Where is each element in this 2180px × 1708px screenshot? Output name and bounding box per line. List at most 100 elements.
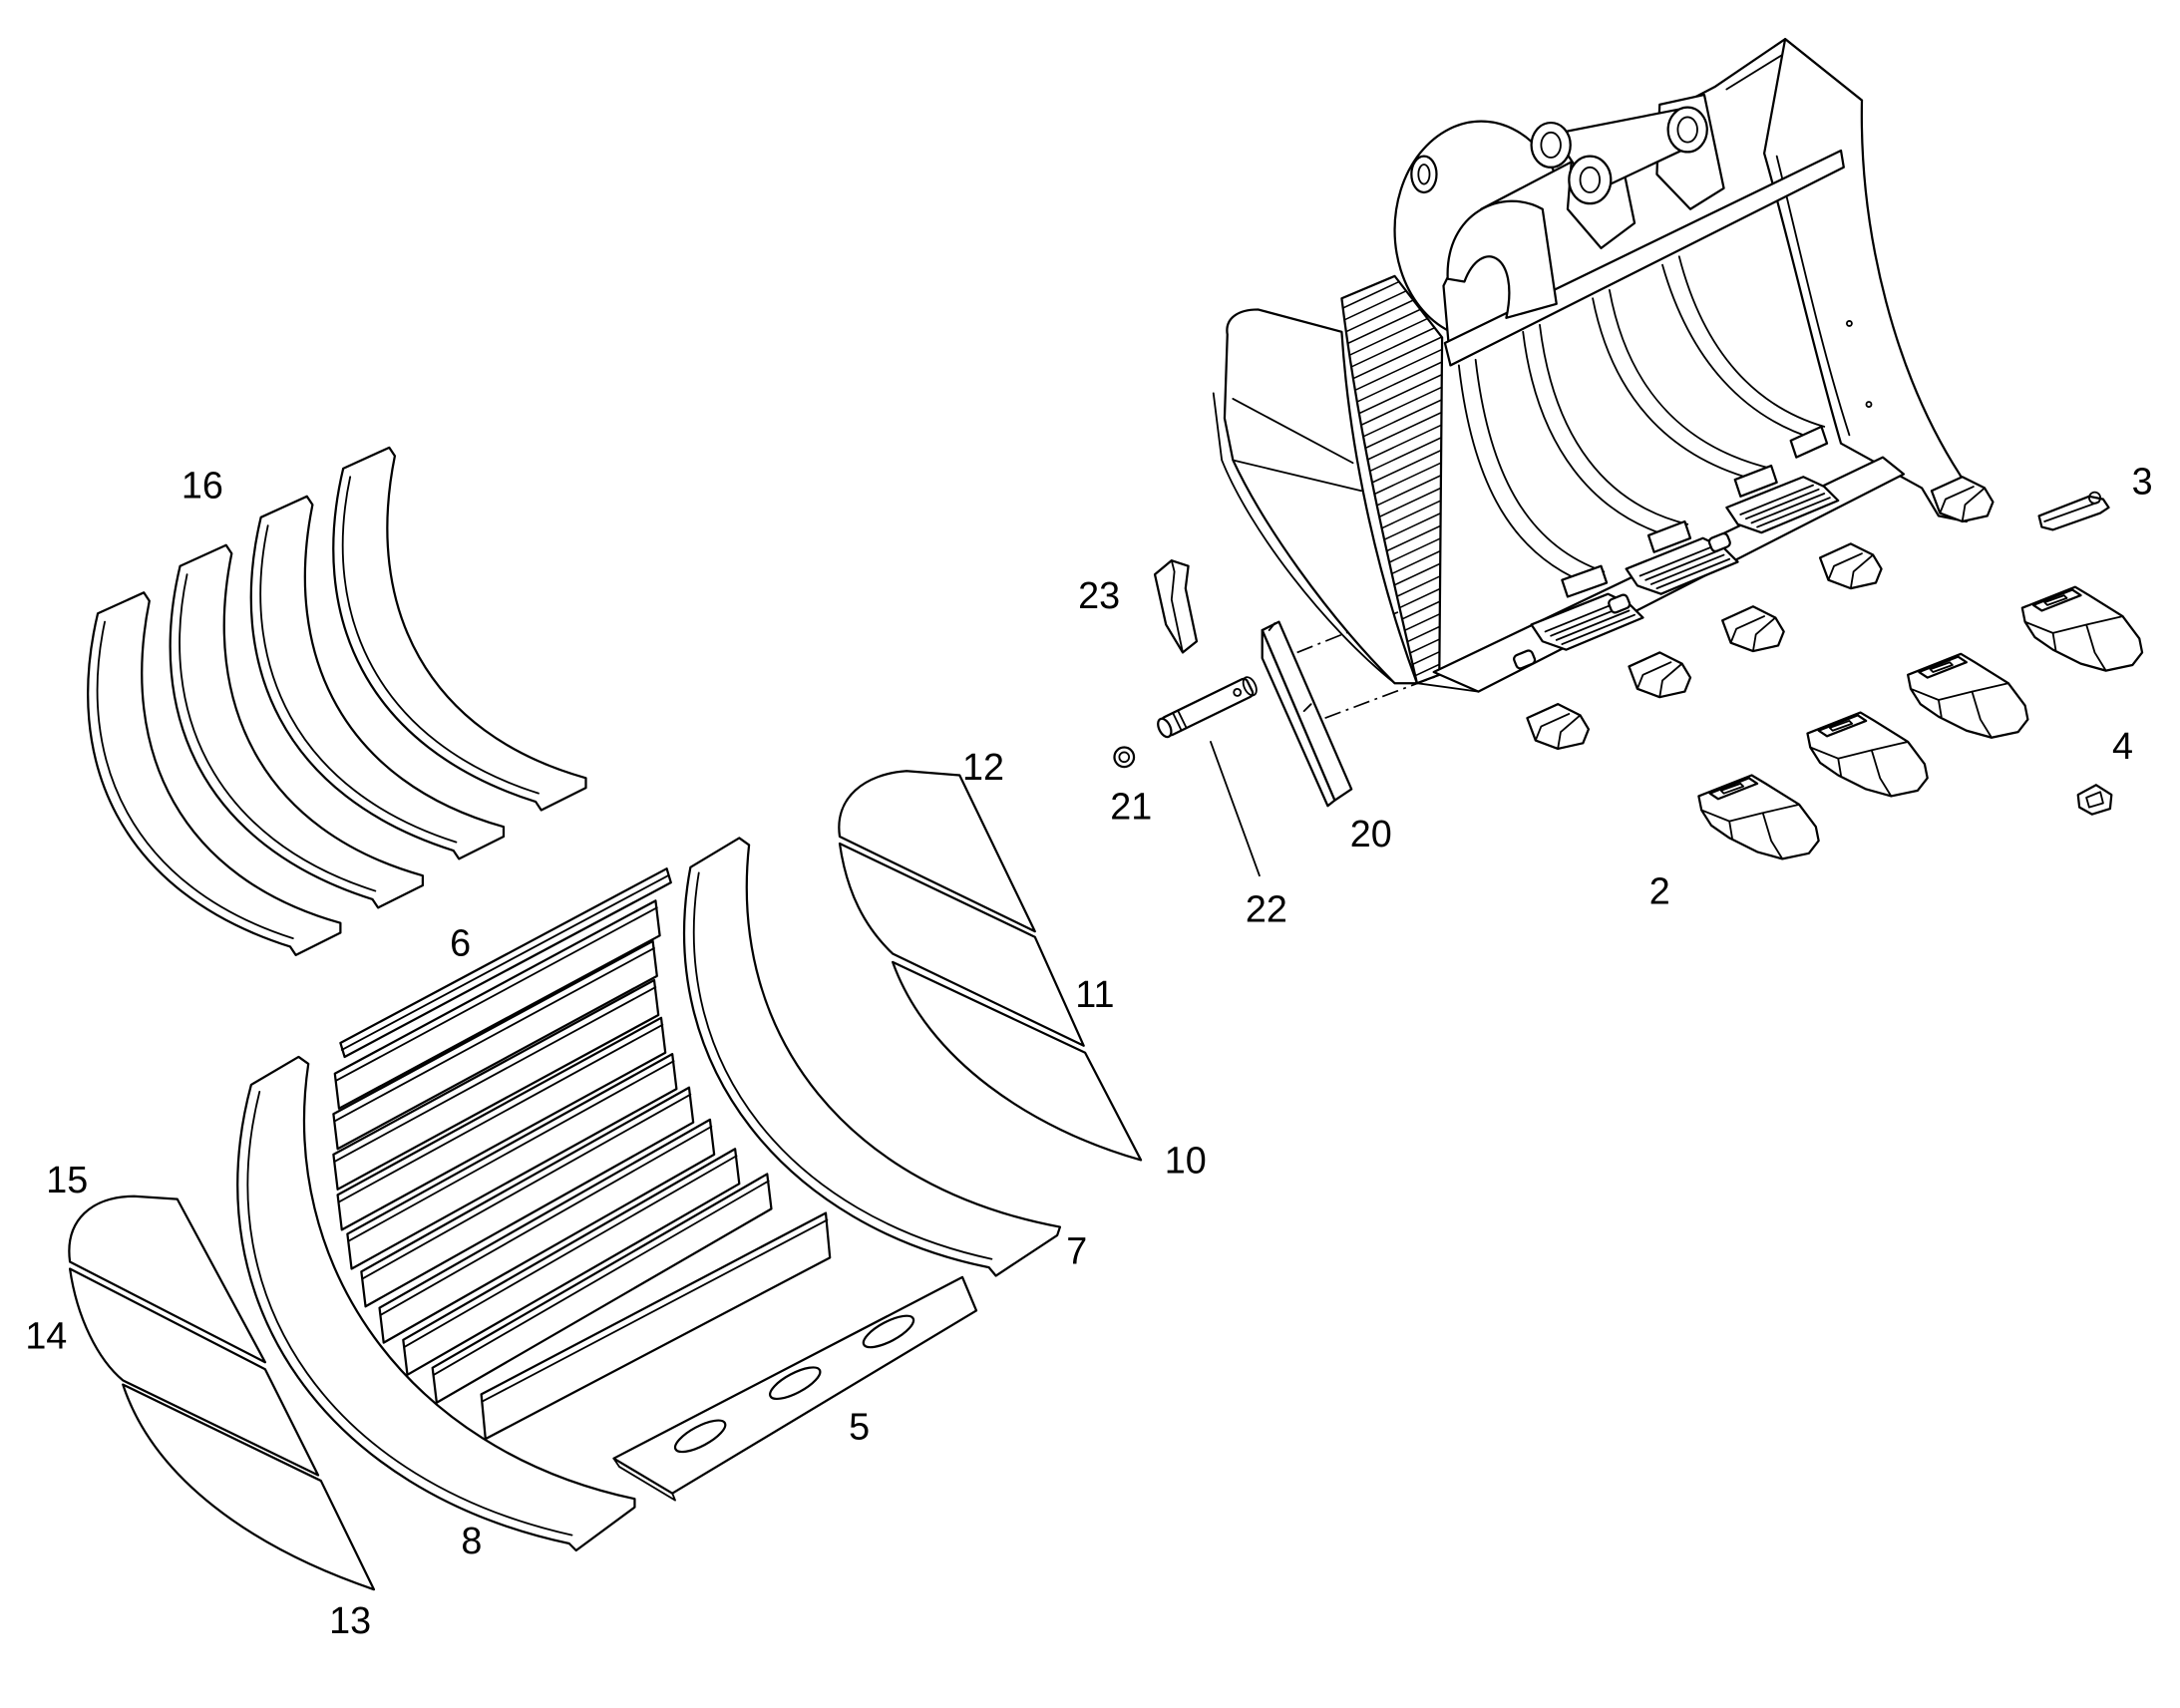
slat-edge	[340, 874, 669, 1051]
adapter-body	[1526, 703, 1591, 751]
lock-recess	[2085, 791, 2104, 809]
floor-slat	[431, 1173, 773, 1404]
bracket-edge	[1170, 559, 1184, 654]
tooth-pin-slot	[1719, 782, 1745, 795]
adapter-slot	[1707, 531, 1731, 552]
adapter-edge	[1729, 615, 1777, 652]
side-band-body	[68, 1267, 320, 1477]
bracket-body	[1153, 559, 1199, 654]
curved-strip	[332, 446, 587, 812]
lip-wear-pads	[1513, 476, 1840, 670]
part-6-floor-slats	[332, 867, 832, 1441]
adapter-edge	[1827, 552, 1875, 590]
slat-body	[332, 939, 658, 1151]
curved-strip	[249, 495, 506, 860]
pin-boss	[1530, 121, 1572, 169]
slat-edge	[347, 1060, 675, 1242]
floor-slat	[480, 1211, 832, 1441]
strip-body	[87, 591, 342, 957]
wear-pad-stripe	[1555, 609, 1631, 641]
callout-label: 14	[25, 1315, 67, 1357]
tooth-adapter	[1818, 542, 1883, 590]
wear-pad-stripe	[1739, 484, 1814, 515]
pin-shaft	[1160, 677, 1255, 737]
rib-end-plate	[1646, 519, 1692, 553]
slat-body	[332, 978, 660, 1191]
tooth-socket	[1918, 655, 1968, 679]
callout-label: 8	[461, 1520, 482, 1561]
wedge-face	[1261, 628, 1336, 808]
slat-body	[333, 899, 661, 1110]
side-cap-body	[68, 1195, 266, 1364]
bucket-tooth	[1806, 711, 1929, 798]
adapter-body	[1721, 605, 1785, 653]
left-side-panel-line	[1232, 398, 1354, 465]
slat-edge	[338, 1023, 664, 1203]
bucket-inner-rib	[1608, 288, 1773, 470]
bucket-top-beam	[1443, 149, 1845, 367]
tooth-socket	[1817, 714, 1868, 738]
part-16-curved-strips	[87, 446, 587, 957]
wear-pad-stripe	[1638, 545, 1714, 577]
bucket-tooth	[1697, 774, 1820, 860]
tooth-socket	[2031, 588, 2082, 612]
floor-slat	[346, 1053, 678, 1270]
strip-edge	[179, 573, 377, 892]
strip-body	[169, 543, 424, 909]
part-8-curved-side-strip	[236, 1055, 636, 1552]
callout-label: 2	[1649, 870, 1670, 912]
tooth-adapter	[1526, 703, 1591, 751]
side-cap-body	[838, 770, 1036, 933]
hatch-line	[1341, 275, 1443, 318]
side-plate-rivet	[1865, 401, 1873, 408]
part-14-side-band	[68, 1267, 320, 1477]
callout-label: 6	[450, 921, 471, 963]
part-5-holed-plate	[612, 1275, 978, 1502]
plate-hole	[862, 1314, 915, 1349]
tooth-edge	[2023, 615, 2124, 672]
pin-boss	[1666, 106, 1708, 154]
floor-slat	[402, 1148, 741, 1376]
rib-end-plate	[1733, 464, 1778, 498]
floor-slat	[336, 1016, 667, 1231]
floor-slat	[332, 978, 660, 1191]
curved-strip	[87, 591, 342, 957]
adapter-slot	[1513, 649, 1537, 670]
plate-edge	[612, 1457, 676, 1502]
pin-groove	[1172, 712, 1183, 732]
wear-pad	[1707, 476, 1840, 552]
part-21-washer	[1113, 746, 1136, 769]
strip-edge	[259, 524, 458, 844]
part-3-retainer-clip	[2037, 491, 2110, 531]
callout-label: 21	[1110, 785, 1152, 827]
hatch-line	[1341, 678, 1443, 684]
rib-end-plate	[1561, 564, 1609, 598]
bucket-inner-rib	[1539, 323, 1689, 525]
bucket-tooth	[1907, 652, 2029, 739]
callout-label: 20	[1350, 813, 1392, 854]
strip-edge	[341, 476, 540, 795]
callout-label: 12	[962, 746, 1004, 788]
adapter-body	[1628, 651, 1692, 699]
slat-body	[431, 1173, 773, 1404]
bucket-inner-rib	[1457, 364, 1595, 587]
bucket-inner-rib	[1474, 358, 1606, 573]
wear-pad-stripe	[1561, 613, 1635, 645]
bucket-inner-rib	[1592, 297, 1761, 483]
slat-body	[346, 1053, 678, 1270]
slat-body	[336, 1016, 667, 1231]
bucket-inner-rib	[1677, 255, 1826, 428]
tooth-body	[1907, 652, 2029, 739]
bucket-inner-rib	[1661, 263, 1817, 441]
tooth-pin-slot	[1828, 720, 1854, 732]
pin-boss	[1568, 155, 1613, 205]
adapter-edge	[1534, 713, 1582, 750]
wear-pad-stripe	[1649, 553, 1725, 585]
tooth-edge	[1910, 682, 2009, 739]
strip-body	[236, 1055, 636, 1552]
floor-slat	[332, 939, 658, 1151]
callout-label: 3	[2132, 460, 2153, 502]
callout-label: 16	[182, 465, 223, 507]
callout-label: 15	[46, 1159, 88, 1200]
